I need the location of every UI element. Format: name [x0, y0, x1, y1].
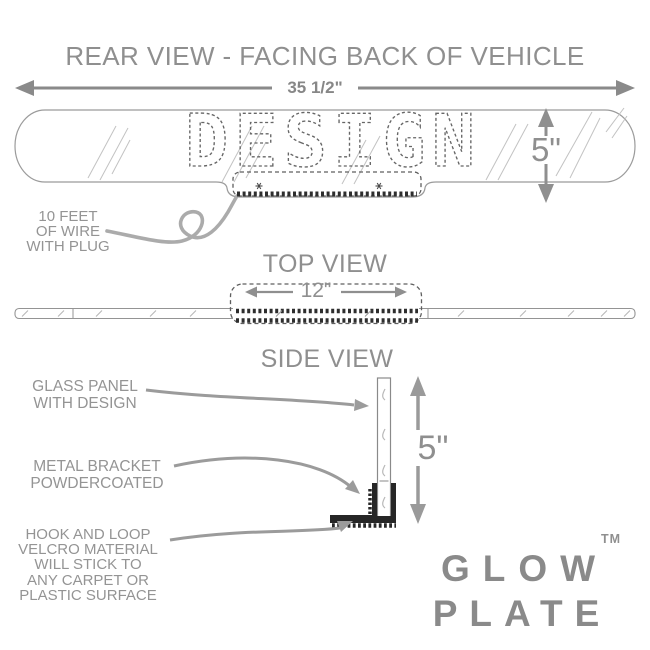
top-view-strip-dividers	[72, 308, 429, 319]
screw-icon	[375, 182, 383, 190]
metal-bracket-label: METAL BRACKET POWDERCOATED	[17, 458, 177, 492]
side-height-dimension-label: 5"	[417, 429, 449, 467]
rear-view-glass-panel	[14, 109, 636, 198]
metal-bracket-label-line: METAL BRACKET	[33, 458, 161, 475]
side-view-glass-shine	[379, 388, 389, 509]
wire-label-line: OF WIRE	[35, 223, 101, 240]
brand-logo-line2: PLATE	[432, 593, 612, 634]
side-view-height-dimension-arrow	[410, 376, 426, 524]
wire-label-line: 10 FEET	[38, 208, 98, 225]
velcro-callout-arrow	[169, 521, 353, 542]
wire-label-line: WITH PLUG	[26, 238, 110, 255]
design-stencil-text: DESIGN	[185, 99, 481, 183]
top-view-velcro-strips	[236, 308, 418, 323]
velcro-label-line: WILL STICK TO	[34, 556, 142, 574]
top-view-bracket-outline	[229, 283, 423, 325]
velcro-label: HOOK AND LOOP VELCRO MATERIAL WILL STICK…	[10, 527, 166, 603]
velcro-label-line: ANY CARPET OR	[27, 571, 149, 589]
rear-view-title: REAR VIEW - FACING BACK OF VEHICLE	[65, 41, 585, 71]
glass-panel-label: GLASS PANEL WITH DESIGN	[17, 378, 153, 412]
rear-view-width-dimension-arrow	[15, 80, 635, 96]
wire-curve	[105, 194, 239, 244]
top-view-title: TOP VIEW	[262, 250, 388, 278]
glass-panel-label-line: GLASS PANEL	[32, 378, 138, 395]
top-view-strip-ticks	[21, 310, 631, 317]
screw-icon	[255, 182, 263, 190]
velcro-label-line: HOOK AND LOOP	[25, 526, 151, 543]
metal-bracket-callout-arrow	[173, 456, 360, 494]
brand-logo-line1: GLOW	[440, 548, 609, 589]
velcro-label-line: VELCRO MATERIAL	[18, 541, 158, 559]
metal-bracket-label-line: POWDERCOATED	[30, 474, 164, 492]
glass-panel-callout-arrow	[145, 388, 369, 411]
top-view-width-dimension-arrow	[245, 286, 407, 298]
rear-height-dimension-label: 5"	[530, 131, 562, 168]
wire-label: 10 FEET OF WIRE WITH PLUG	[6, 209, 130, 254]
glass-panel-label-line: WITH DESIGN	[33, 394, 137, 412]
glass-shine-hatches	[87, 107, 628, 185]
top-view-bracket-mask	[233, 307, 419, 320]
rear-mounting-bracket-outline	[232, 171, 422, 197]
side-view-metal-bracket	[330, 483, 396, 523]
bracket-width-dimension-label: 12"	[300, 279, 332, 302]
width-dimension-label: 35 1/2"	[287, 78, 343, 97]
rear-view-height-dimension-arrow	[538, 108, 554, 203]
top-view-inner-ticks	[275, 310, 372, 317]
velcro-label-line: PLASTIC SURFACE	[19, 586, 157, 604]
side-view-title: SIDE VIEW	[260, 345, 394, 373]
trademark-symbol: TM	[601, 532, 622, 546]
